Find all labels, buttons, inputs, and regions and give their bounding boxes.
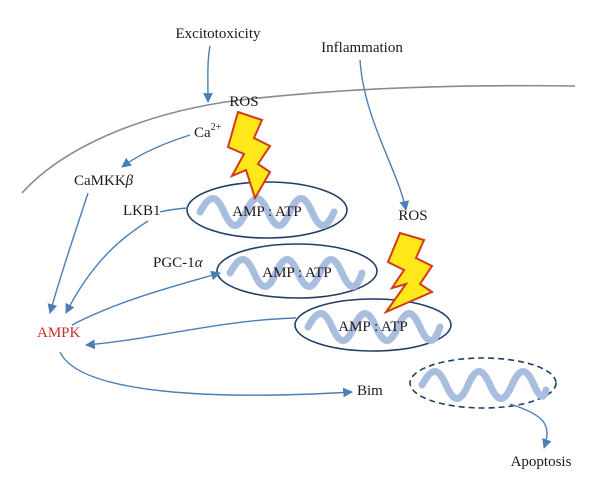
mitochondrion-2-cristae (226, 256, 366, 290)
calcium-charge: 2+ (211, 122, 222, 133)
mitochondrion-1-cristae (196, 195, 338, 229)
mitochondrion-2-label: AMP : ATP (262, 265, 331, 281)
arrow-excitotoxicity-to-ros (203, 45, 213, 103)
ros-label-right: ROS (398, 208, 427, 224)
mitochondrion-3-cristae (304, 310, 444, 344)
lkb1-label: LKB1 (123, 203, 161, 219)
calcium-symbol: Ca (194, 125, 211, 141)
mitochondrion-3-label: AMP : ATP (338, 319, 407, 335)
pgc-label: PGC-1α (153, 255, 204, 271)
camkk-name: CaMKK (74, 173, 126, 189)
camkk-label: CaMKKβ (74, 173, 134, 189)
camkk-beta: β (125, 173, 134, 189)
arrow-inflammation-to-ros (359, 59, 410, 211)
apoptosis-label: Apoptosis (511, 454, 572, 470)
arrow-mito1-to-lkb1 (159, 207, 189, 213)
mitochondrion-1-label: AMP : ATP (232, 204, 301, 220)
excitotoxicity-label: Excitotoxicity (176, 26, 261, 42)
inflammation-label: Inflammation (321, 40, 403, 56)
arrow-lkb1-to-ampk (65, 220, 149, 314)
arrow-calcium-to-camkk (121, 134, 191, 168)
mitochondrion-4-damaged (409, 357, 557, 409)
mitochondrion-2: AMP : ATP (216, 243, 378, 299)
arrow-ampk-to-mito2 (71, 270, 221, 326)
ampk-label: AMPK (37, 325, 81, 341)
arrow-ampk-to-bim (59, 351, 353, 398)
ros-label-top: ROS (229, 94, 258, 110)
ros-bolt-right (383, 231, 435, 315)
calcium-label: Ca2+ (194, 122, 222, 141)
mitochondrion-4-cristae (418, 368, 550, 402)
ros-bolt-top (226, 110, 272, 201)
mitochondrion-3: AMP : ATP (294, 298, 452, 352)
arrow-camkk-to-ampk (47, 192, 89, 314)
mitochondrion-1: AMP : ATP (186, 181, 348, 239)
pgc-alpha: α (195, 255, 204, 271)
bim-label: Bim (357, 383, 383, 399)
arrow-mito3-to-ampk (85, 317, 297, 350)
cell-membrane (21, 84, 576, 194)
arrow-mito4-to-apoptosis (509, 403, 552, 449)
pgc-name: PGC-1 (153, 255, 195, 271)
